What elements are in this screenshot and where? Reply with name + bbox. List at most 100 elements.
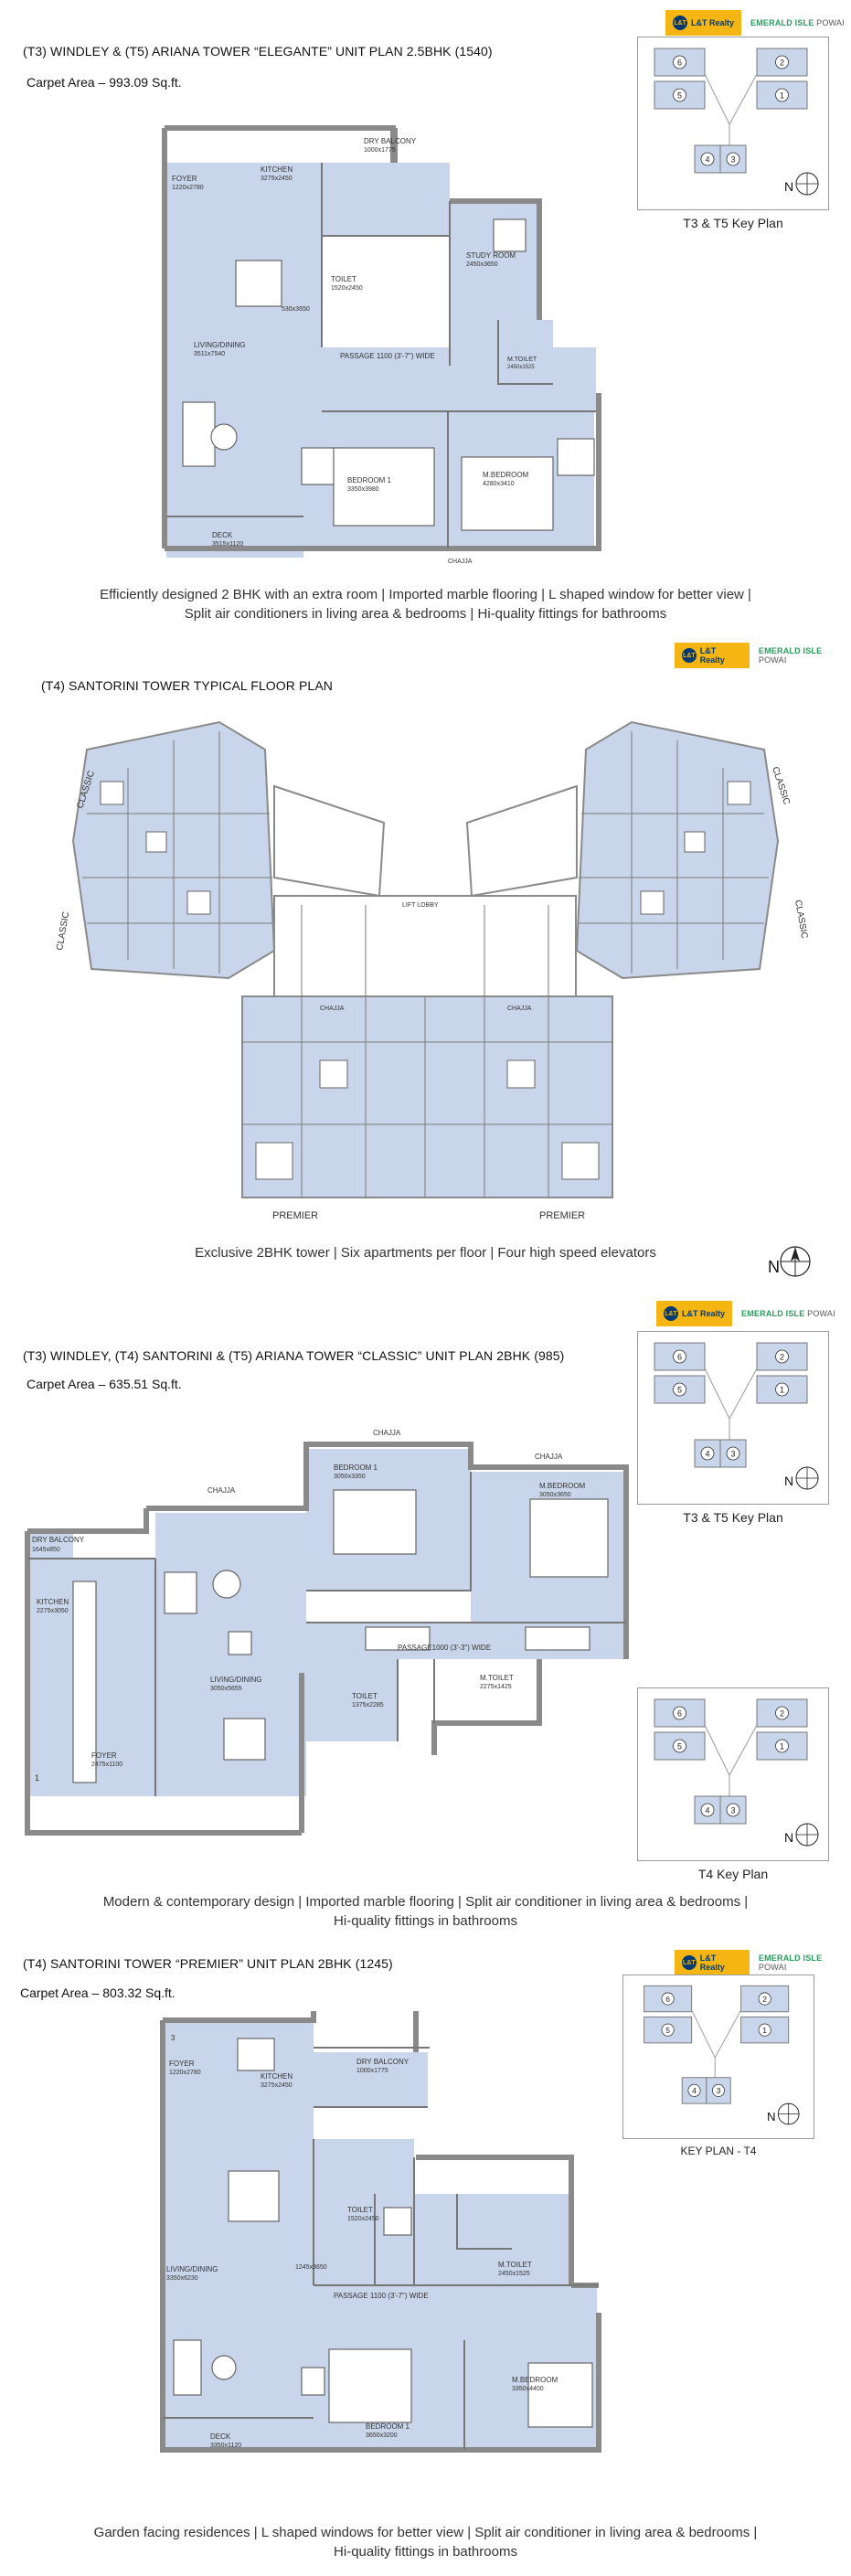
dim-mtoilet: 2450x1525 (498, 2271, 530, 2277)
dim-kitchen: 2275x3050 (37, 1608, 69, 1614)
furniture-blocks (100, 781, 751, 1180)
label-dry-balcony: DRY BALCONY (356, 2058, 410, 2066)
key-unit-block (756, 1375, 808, 1404)
furniture (182, 218, 595, 531)
dim-living: 3511x7540 (194, 351, 225, 357)
label-kitchen: KITCHEN (261, 165, 293, 174)
key-unit-marker (726, 1446, 740, 1461)
project-name: EMERALD ISLE POWAI (759, 1953, 851, 1972)
dim-mid: 1245x3650 (295, 2264, 327, 2271)
carpet-area: Carpet Area – 993.09 Sq.ft. (27, 75, 182, 90)
dim-kitchen: 3275x2450 (261, 2082, 293, 2089)
key-unit-marker (673, 1382, 686, 1397)
project-title: EMERALD ISLE (758, 1953, 823, 1963)
brand-logo-text: L&T Realty (691, 18, 735, 27)
label-dry-balcony: DRY BALCONY (32, 1536, 85, 1544)
label-chajja-mid: CHAJJA (373, 1429, 401, 1437)
label-kitchen: KITCHEN (261, 2072, 293, 2081)
caption-line-1: Exclusive 2BHK tower | Six apartments pe… (195, 1245, 656, 1261)
label-foyer: FOYER (169, 2060, 195, 2068)
label-chajja-2: CHAJJA (507, 1006, 532, 1012)
key-unit-marker (758, 2023, 771, 2037)
caption-line-1: Garden facing residences | L shaped wind… (93, 2525, 758, 2540)
label-bedroom: BEDROOM 1 (347, 476, 392, 484)
brand-logo-text: L&T Realty (699, 1953, 725, 1972)
key-connector (691, 2009, 742, 2078)
key-unit-number: 3 (730, 155, 735, 165)
key-unit-block (740, 1985, 790, 2013)
label-living: LIVING/DINING (194, 341, 245, 349)
dim-toilet: 1375x2285 (352, 1702, 384, 1708)
key-unit-number: 4 (705, 1450, 709, 1459)
caption: Efficiently designed 2 BHK with an extra… (0, 585, 851, 623)
project-name: EMERALD ISLE POWAI (759, 646, 851, 665)
key-unit-number: 1 (780, 1742, 784, 1751)
outer-walls (25, 1442, 629, 1836)
dim-living: 3050x5655 (210, 1686, 242, 1692)
dim-mbedroom: 4280x3410 (483, 481, 515, 487)
unit-number: 1 (35, 1773, 39, 1783)
label-mbedroom: M.BEDROOM (539, 1482, 586, 1490)
key-unit-number: 6 (665, 1995, 670, 2004)
caption-line-2: Split air conditioners in living area & … (184, 606, 667, 622)
dim-dry-balcony: 1645x850 (32, 1547, 60, 1553)
north-arrow-icon (795, 1466, 819, 1490)
caption-line-1: Efficiently designed 2 BHK with an extra… (100, 587, 751, 602)
label-bedroom: BEDROOM 1 (334, 1464, 378, 1472)
brand-logo-text: L&T Realty (682, 1309, 726, 1318)
inner-walls (27, 1472, 626, 1796)
key-unit-number: 6 (677, 59, 682, 68)
dim-dry-balcony: 1000x1775 (364, 147, 396, 154)
caption: Exclusive 2BHK tower | Six apartments pe… (0, 1243, 851, 1262)
key-unit-number: 5 (665, 2026, 670, 2035)
interior-lines (82, 731, 769, 1198)
carpet-area: Carpet Area – 635.51 Sq.ft. (27, 1377, 182, 1391)
key-unit-marker (775, 1349, 789, 1364)
dim-mtoilet: 2450x1525 (507, 365, 535, 370)
label-classic-3: CLASSIC (770, 766, 792, 806)
key-unit-marker (673, 55, 686, 69)
north-label: N (784, 179, 793, 194)
key-unit-marker (758, 1992, 771, 2006)
label-premier-2: PREMIER (539, 1210, 585, 1221)
label-foyer: FOYER (91, 1751, 117, 1760)
key-unit-marker (711, 2083, 726, 2097)
typical-floor-plan: CLASSIC CLASSIC CLASSIC CLASSIC LIFT LOB… (55, 720, 811, 1277)
north-arrow-icon (780, 1246, 811, 1277)
key-unit-number: 1 (780, 1386, 784, 1395)
north-arrow-icon (795, 1823, 819, 1847)
key-unit-marker (700, 152, 715, 166)
outer-walls (162, 125, 601, 551)
inner-walls (166, 163, 596, 548)
dim-foyer: 2475x1100 (91, 1762, 122, 1768)
label-classic-2: CLASSIC (55, 910, 71, 951)
key-unit-number: 1 (762, 2026, 767, 2035)
dim-bedroom: 3050x3350 (334, 1474, 366, 1480)
key-unit-number: 5 (677, 1742, 682, 1751)
caption: Garden facing residences | L shaped wind… (0, 2523, 851, 2561)
key-unit-marker (673, 1739, 686, 1753)
section-title: (T3) WINDLEY, (T4) SANTORINI & (T5) ARIA… (23, 1348, 565, 1363)
key-unit-marker (700, 1803, 715, 1817)
key-unit-marker (726, 152, 740, 166)
project-locality: POWAI (807, 1309, 835, 1318)
label-toilet: TOILET (347, 2206, 373, 2214)
lt-disc-icon: L&T (682, 1955, 697, 1970)
key-unit-marker (726, 1803, 740, 1817)
label-mbedroom: M.BEDROOM (512, 2376, 558, 2384)
key-unit-number: 6 (677, 1353, 682, 1362)
label-passage: PASSAGE1000 (3'-3") WIDE (398, 1644, 491, 1652)
caption: Modern & contemporary design | Imported … (0, 1892, 851, 1931)
north-label: N (767, 2110, 776, 2124)
dim-deck: 3350x1120 (210, 2443, 241, 2449)
dim-dry-balcony: 1000x1775 (356, 2068, 388, 2074)
